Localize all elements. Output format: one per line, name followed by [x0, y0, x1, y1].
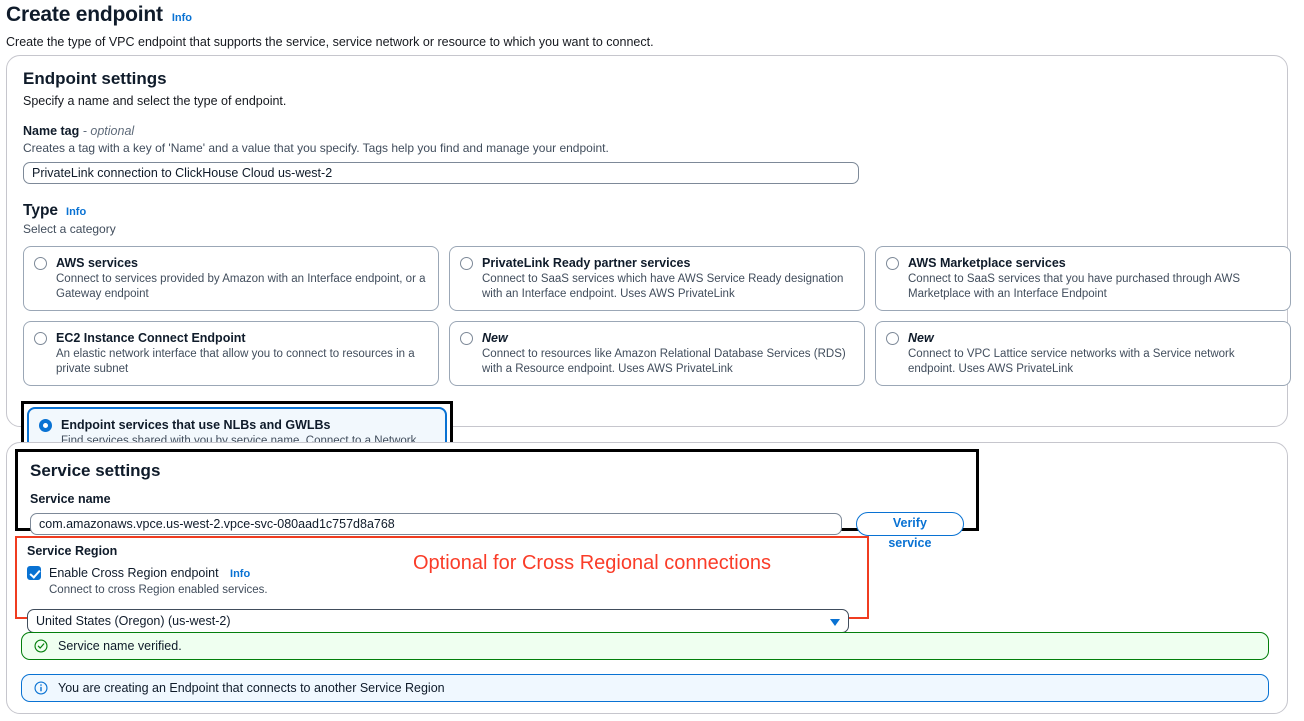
service-name-input[interactable]: [30, 513, 842, 535]
name-tag-input[interactable]: [23, 162, 859, 184]
radio-card-title: Endpoint services that use NLBs and GWLB…: [61, 418, 331, 432]
name-tag-label: Name tag - optional: [23, 123, 1271, 139]
radio-card-title: AWS services: [56, 256, 138, 270]
cross-region-checkbox-body: Enable Cross Region endpoint Info Connec…: [49, 564, 268, 598]
radio-card-title: New: [482, 330, 854, 346]
service-settings-card: Service settings Service name Verify ser…: [6, 442, 1288, 714]
name-tag-label-text: Name tag: [23, 124, 80, 138]
check-circle-icon: [34, 639, 48, 653]
cross-region-checkbox-description: Connect to cross Region enabled services…: [49, 584, 268, 596]
radio-card-description: Connect to resources like Amazon Relatio…: [482, 348, 846, 375]
service-settings-inner: Service settings Service name Verify ser…: [18, 452, 976, 550]
endpoint-settings-description: Specify a name and select the type of en…: [23, 94, 287, 108]
name-tag-optional-suffix: - optional: [82, 124, 135, 138]
radio-card-description: Connect to SaaS services which have AWS …: [482, 273, 844, 300]
type-field-group: Type Info Select a category AWS services…: [23, 201, 1291, 386]
radio-card-body: EC2 Instance Connect Endpoint An elastic …: [56, 330, 428, 376]
name-tag-hint: Creates a tag with a key of 'Name' and a…: [23, 141, 609, 155]
radio-card-title-badge: New: [908, 331, 934, 345]
radio-card-title: PrivateLink Ready partner services: [482, 256, 691, 270]
name-tag-field-group: Name tag - optional Creates a tag with a…: [23, 123, 1271, 184]
radio-card-description: Connect to services provided by Amazon w…: [56, 273, 426, 300]
endpoint-settings-title: Endpoint settings: [23, 69, 167, 88]
type-info-link[interactable]: Info: [66, 206, 87, 218]
page-info-link[interactable]: Info: [171, 12, 193, 24]
type-header-row: Type Info: [23, 201, 1271, 221]
endpoint-settings-inner: Endpoint settings Specify a name and sel…: [7, 56, 1291, 398]
radio-card-description: An elastic network interface that allow …: [56, 348, 415, 375]
radio-card-title: EC2 Instance Connect Endpoint: [56, 331, 246, 345]
chevron-down-icon: [830, 619, 840, 626]
radio-card-title-badge: New: [482, 331, 508, 345]
page-description: Create the type of VPC endpoint that sup…: [6, 35, 654, 49]
service-region-select-value: United States (Oregon) (us-west-2): [36, 614, 231, 628]
service-settings-title: Service settings: [30, 461, 161, 480]
alerts-container: Service name verified. You are creating …: [21, 632, 1269, 702]
type-label: Type: [23, 202, 59, 219]
radio-card-option-3[interactable]: EC2 Instance Connect Endpoint An elastic …: [23, 321, 439, 386]
page-title: Create endpoint: [6, 3, 163, 26]
radio-card-description: Connect to VPC Lattice service networks …: [908, 348, 1235, 375]
info-circle-icon: [34, 681, 48, 695]
service-name-label: Service name: [30, 492, 111, 506]
radio-unselected-icon: [460, 332, 473, 345]
service-region-inner: Service Region Enable Cross Region endpo…: [17, 538, 867, 638]
service-name-row: Verify service: [30, 512, 964, 550]
radio-card-title: AWS Marketplace services: [908, 256, 1066, 270]
alert-info-text: You are creating an Endpoint that connec…: [58, 681, 445, 695]
alert-service-name-verified: Service name verified.: [21, 632, 1269, 660]
radio-unselected-icon: [34, 332, 47, 345]
radio-unselected-icon: [34, 257, 47, 270]
page-title-row: Create endpoint Info: [6, 2, 1304, 28]
alert-cross-region-notice: You are creating an Endpoint that connec…: [21, 674, 1269, 702]
cross-region-info-link[interactable]: Info: [230, 568, 251, 580]
service-region-select[interactable]: United States (Oregon) (us-west-2): [27, 609, 849, 633]
verify-service-button[interactable]: Verify service: [855, 512, 964, 550]
radio-selected-icon: [39, 419, 52, 432]
cross-region-checkbox-label: Enable Cross Region endpoint: [49, 566, 219, 580]
radio-unselected-icon: [886, 332, 899, 345]
page-header: Create endpoint Info Create the type of …: [0, 0, 1304, 50]
type-hint: Select a category: [23, 222, 116, 236]
cross-region-checkbox-row[interactable]: Enable Cross Region endpoint Info Connec…: [27, 564, 857, 598]
alert-success-text: Service name verified.: [58, 639, 182, 653]
service-region-highlight-box: Service Region Enable Cross Region endpo…: [15, 536, 869, 633]
cross-region-checkbox[interactable]: [27, 566, 41, 580]
endpoint-settings-card: Endpoint settings Specify a name and sel…: [6, 55, 1291, 479]
service-region-label: Service Region: [27, 544, 118, 558]
radio-card-description: Connect to SaaS services that you have p…: [908, 273, 1240, 300]
radio-card-title: New: [908, 330, 1280, 346]
radio-unselected-icon: [460, 257, 473, 270]
cross-region-annotation-text: Optional for Cross Regional connections: [413, 552, 771, 574]
radio-unselected-icon: [886, 257, 899, 270]
service-settings-highlight-box: Service settings Service name Verify ser…: [15, 449, 979, 550]
